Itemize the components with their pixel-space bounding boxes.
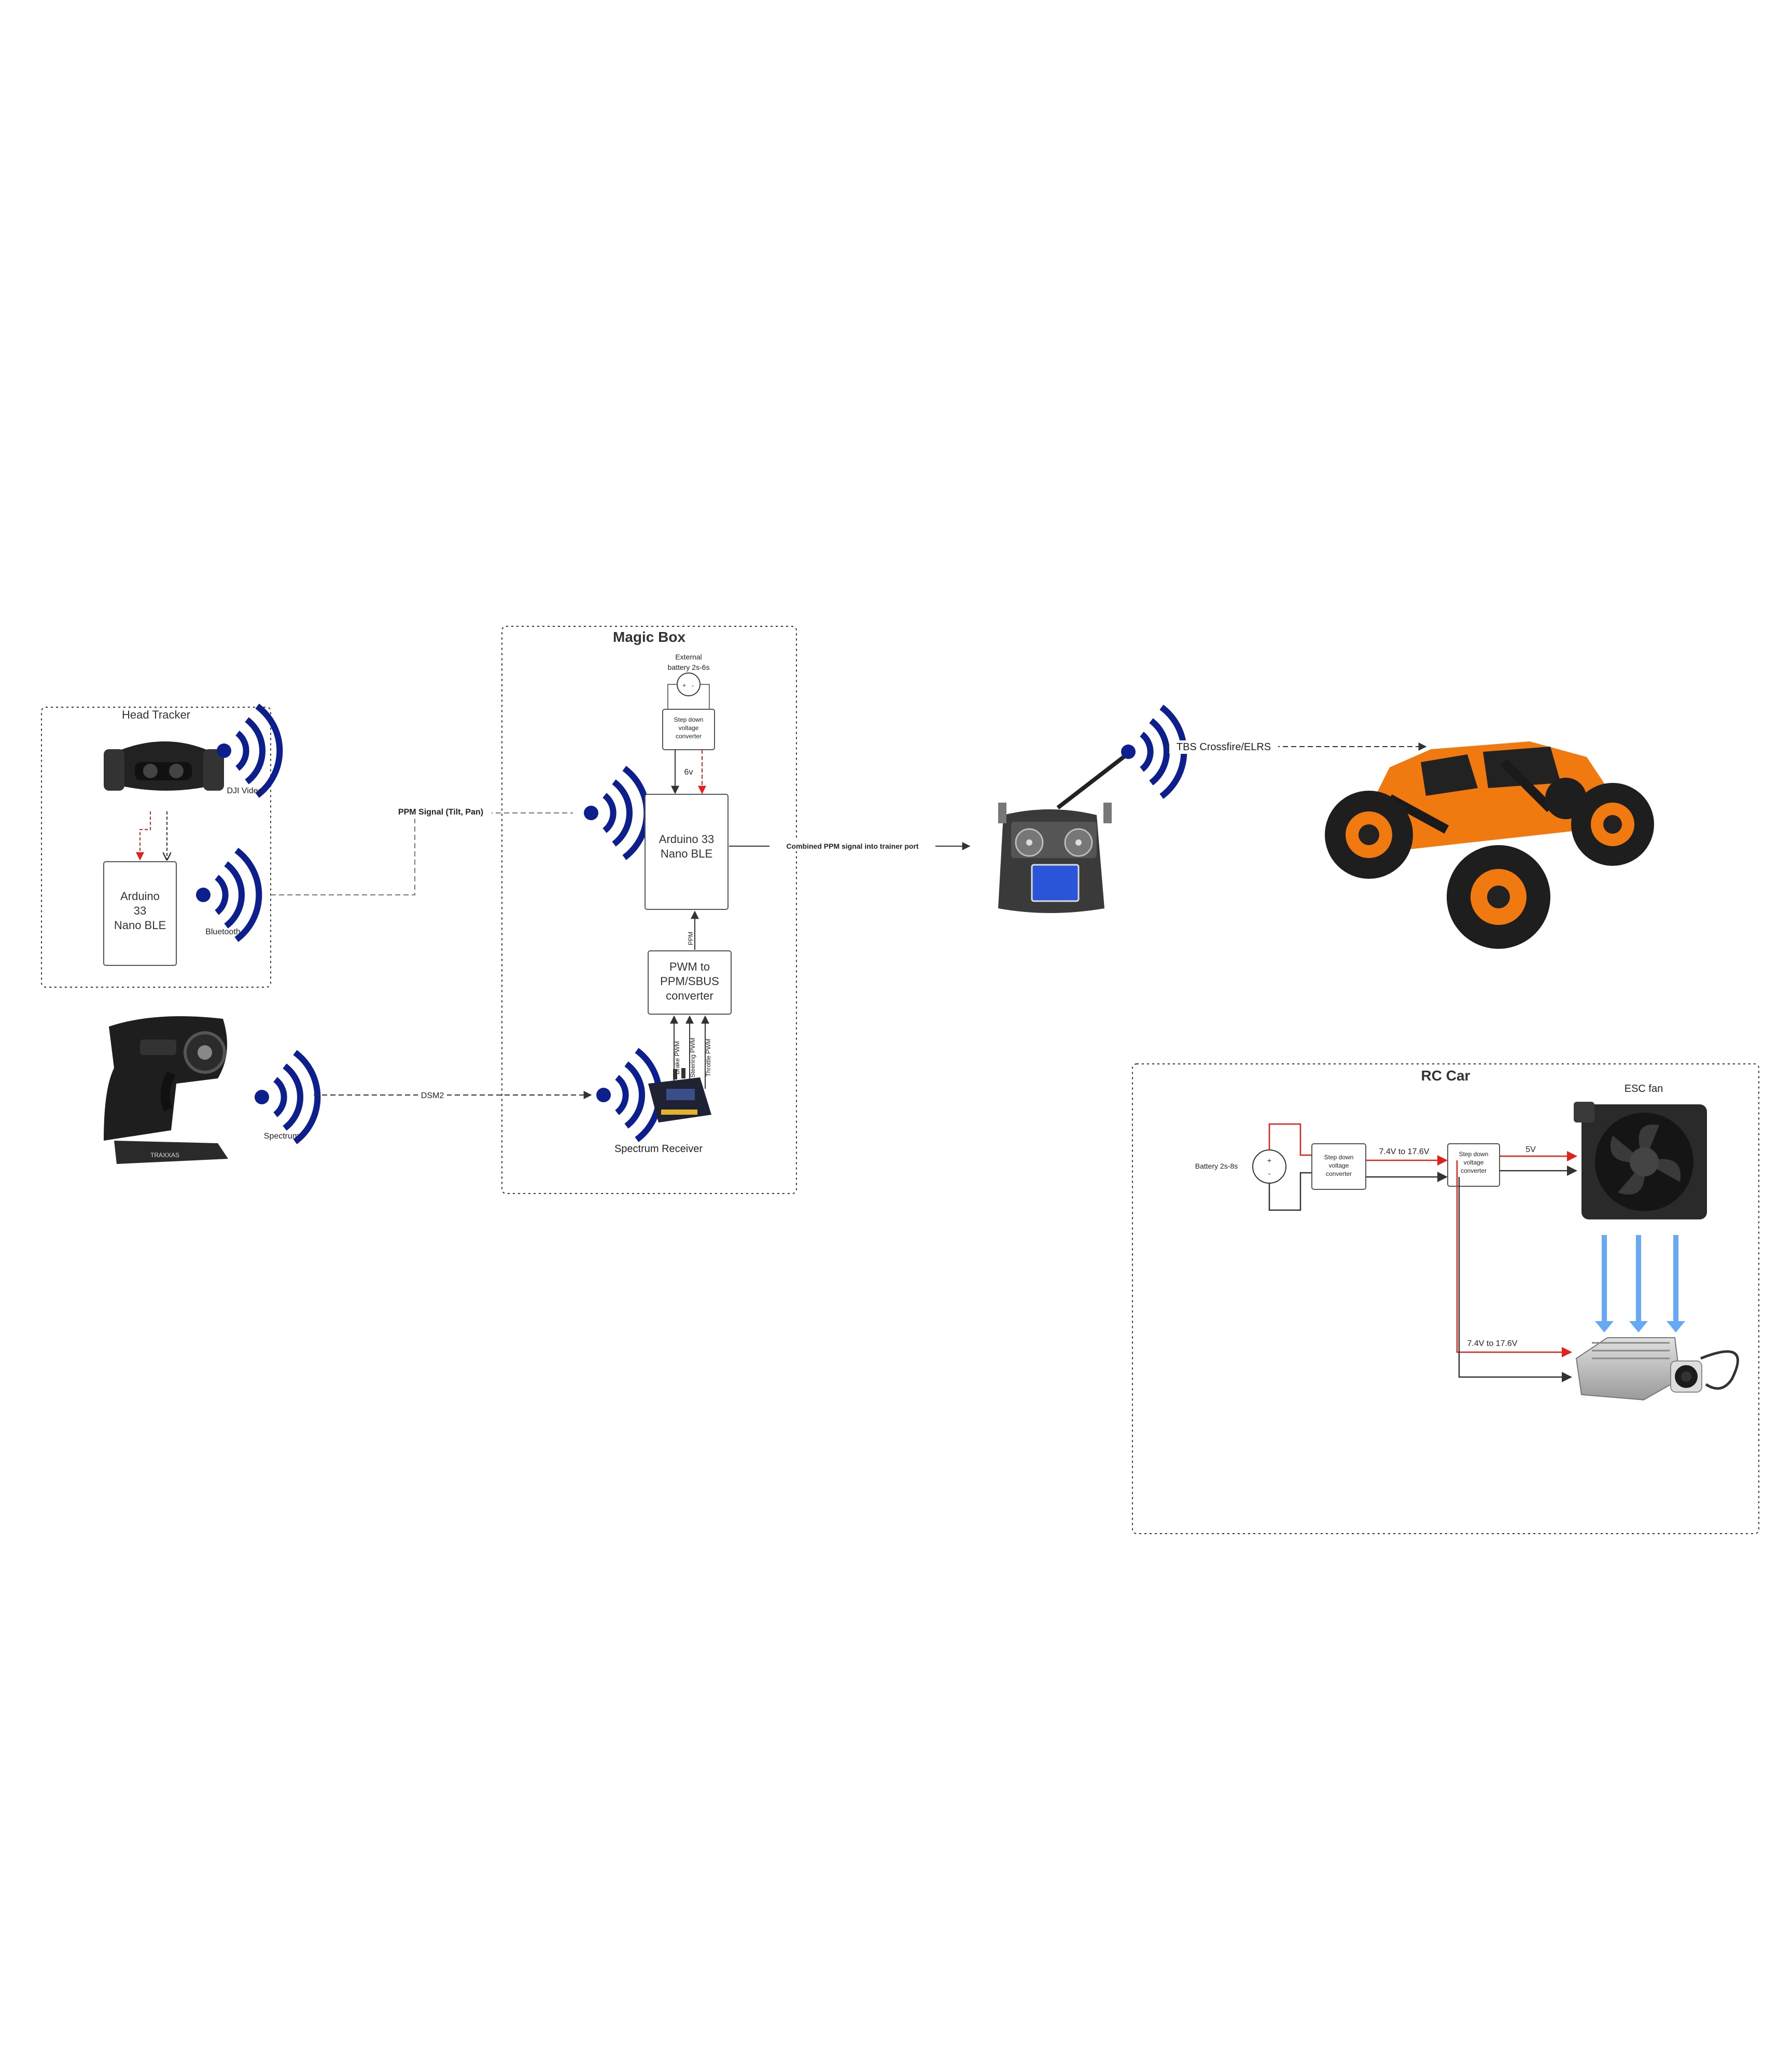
rc-step2-line2: voltage	[1464, 1159, 1484, 1166]
pwm-conv-line3: converter	[666, 989, 713, 1002]
throttle-pwm-label: Throttle PWM	[705, 1038, 712, 1076]
rc-step1-line3: converter	[1326, 1170, 1352, 1177]
bluetooth-label: Bluetooth	[205, 928, 241, 936]
ppm-signal-label: PPM Signal (Tilt, Pan)	[398, 808, 483, 817]
head-tracker-arduino-box	[103, 861, 177, 966]
esc-fan-label: ESC fan	[1625, 1083, 1663, 1094]
ht-arduino-line3: Nano BLE	[114, 919, 166, 932]
mb-step-line3: converter	[676, 733, 702, 740]
dji-video-wifi-icon	[217, 706, 279, 795]
air-unit-negative-wire	[1458, 1177, 1572, 1382]
combined-ppm-label: Combined PPM signal into trainer port	[786, 842, 918, 850]
tbs-label: TBS Crossfire/ELRS	[1177, 741, 1271, 753]
rc-step-down-box-2	[1447, 1143, 1500, 1187]
cooling-fan-icon	[1574, 1102, 1707, 1219]
head-tracker-group	[41, 707, 271, 988]
mb-step-line1: Step down	[674, 716, 704, 723]
rc-step2-line1: Step down	[1459, 1150, 1489, 1158]
rc-battery-positive-wire	[1268, 1123, 1312, 1156]
rc-battery-negative-wire	[1268, 1172, 1312, 1211]
receiver-wifi-icon	[596, 1050, 659, 1140]
battery-2s8s-label: Battery 2s-8s	[1195, 1162, 1238, 1170]
spectrum-wifi-icon	[255, 1052, 317, 1142]
steering-pwm-label: Steering PWM	[689, 1037, 696, 1077]
six-v-label: 6v	[684, 768, 693, 777]
magic-box-group	[501, 626, 797, 1194]
rc-step-down-box-1	[1311, 1143, 1366, 1190]
pwm-conv-line2: PPM/SBUS	[660, 975, 719, 988]
svg-text:+: +	[682, 682, 686, 689]
rc-car-group	[1132, 1063, 1759, 1534]
spectrum-receiver-label: Spectrum Receiver	[614, 1143, 703, 1155]
radio-transmitter-icon	[998, 750, 1132, 913]
ppm-signal-link	[271, 812, 573, 895]
fpv-goggles-icon	[104, 741, 224, 791]
pistol-grip-transmitter-icon: TRAXXAS	[104, 1016, 228, 1164]
battery-plus: +	[1267, 1156, 1271, 1164]
rc-step1-line2: voltage	[1329, 1162, 1349, 1169]
five-v-label: 5V	[1525, 1145, 1536, 1154]
monster-truck-icon	[1325, 741, 1654, 949]
air-unit-positive-wire	[1456, 1160, 1572, 1357]
spectrum-receiver-icon	[648, 1068, 711, 1122]
svg-text:TRAXXAS: TRAXXAS	[150, 1152, 179, 1159]
dsm2-label: DSM2	[421, 1091, 444, 1100]
ht-arduino-line2: 33	[134, 904, 146, 917]
battery-icon: + -	[677, 672, 701, 696]
rc-battery-icon	[1252, 1149, 1286, 1184]
rc-step1-line1: Step down	[1324, 1154, 1354, 1161]
red-power-wire	[136, 811, 151, 861]
spectrum-label: Spectrum	[264, 1132, 299, 1141]
voltage-bottom-label: 7.4V to 17.6V	[1467, 1339, 1518, 1348]
mb-arduino-line1: Arduino 33	[659, 833, 714, 846]
magic-box-title: Magic Box	[613, 629, 685, 645]
pwm-to-ppm-converter-box	[648, 950, 732, 1015]
head-tracker-title: Head Tracker	[122, 708, 190, 721]
dji-video-label: DJI Video	[227, 787, 262, 795]
ht-arduino-line1: Arduino	[120, 890, 160, 903]
magic-box-arduino-box	[645, 794, 729, 910]
magic-box-ble-wifi-icon	[584, 768, 647, 858]
bluetooth-wifi-icon	[196, 850, 259, 939]
pwm-conv-line1: PWM to	[669, 960, 710, 973]
dji-air-unit-icon	[1575, 1337, 1739, 1401]
brake-pwm-label: Brake PWM	[674, 1041, 681, 1074]
mb-arduino-line2: Nano BLE	[661, 847, 712, 860]
mb-step-line2: voltage	[679, 724, 699, 732]
voltage-top-label: 7.4V to 17.6V	[1379, 1147, 1430, 1156]
rc-car-title: RC Car	[1421, 1068, 1471, 1084]
svg-text:-: -	[692, 682, 694, 689]
ppm-wire-label: PPM	[687, 932, 694, 945]
ext-battery-line2: battery 2s-6s	[668, 663, 710, 671]
ext-battery-line1: External	[675, 653, 702, 661]
battery-minus: -	[1268, 1169, 1271, 1177]
magic-box-step-down-box	[662, 709, 715, 750]
rc-step2-line3: converter	[1461, 1167, 1487, 1174]
